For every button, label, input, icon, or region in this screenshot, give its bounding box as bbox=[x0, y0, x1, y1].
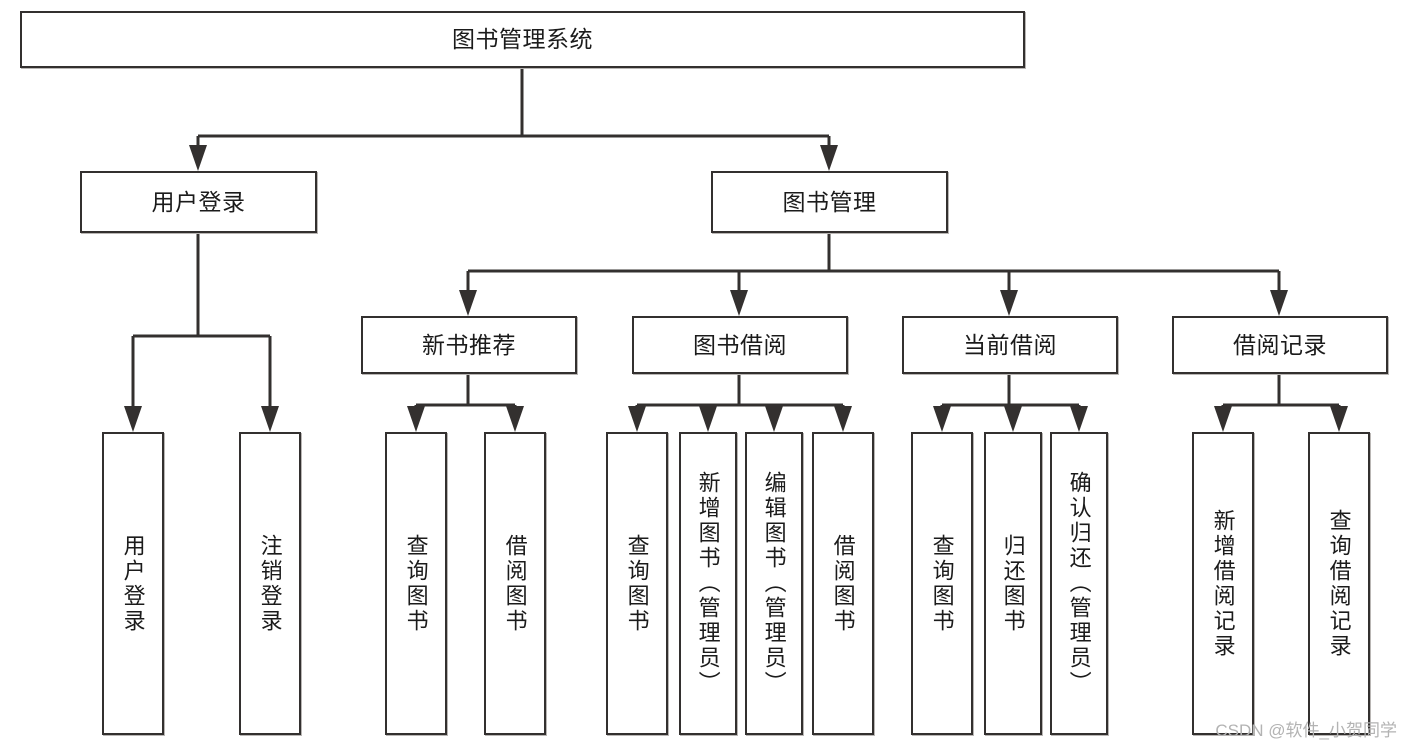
node-label-leaf-return-book: 归还图书 bbox=[1000, 533, 1026, 634]
node-label-leaf-edit-book: 编辑图书（管理员） bbox=[761, 471, 787, 696]
connector-current-borrow-arrowhead-1 bbox=[1004, 406, 1022, 432]
node-label-user-login: 用户登录 bbox=[151, 188, 246, 215]
connector-user-login-arrowhead-0 bbox=[124, 406, 142, 432]
node-current-borrow[interactable]: 当前借阅 bbox=[902, 316, 1118, 374]
connector-book-manage bbox=[459, 233, 1288, 316]
node-label-leaf-add-record: 新增借阅记录 bbox=[1210, 508, 1236, 659]
node-borrow-record[interactable]: 借阅记录 bbox=[1172, 316, 1388, 374]
node-leaf-add-book[interactable]: 新增图书（管理员） bbox=[679, 432, 737, 735]
node-label-current-borrow: 当前借阅 bbox=[963, 331, 1057, 358]
node-leaf-query-record[interactable]: 查询借阅记录 bbox=[1308, 432, 1370, 735]
node-leaf-borrow-book-2[interactable]: 借阅图书 bbox=[812, 432, 874, 735]
connector-current-borrow-arrowhead-0 bbox=[933, 406, 951, 432]
node-leaf-user-login[interactable]: 用户登录 bbox=[102, 432, 164, 735]
connector-new-book-rec-arrowhead-0 bbox=[407, 406, 425, 432]
connector-borrow-record-arrowhead-0 bbox=[1214, 406, 1232, 432]
node-label-leaf-user-login: 用户登录 bbox=[120, 533, 146, 634]
node-label-borrow-record: 借阅记录 bbox=[1233, 331, 1327, 358]
connector-book-manage-arrowhead-2 bbox=[1000, 290, 1018, 316]
node-label-leaf-query-record: 查询借阅记录 bbox=[1326, 508, 1352, 659]
node-leaf-query-book-2[interactable]: 查询图书 bbox=[606, 432, 668, 735]
node-label-leaf-query-book-3: 查询图书 bbox=[929, 533, 955, 634]
node-root[interactable]: 图书管理系统 bbox=[20, 11, 1025, 68]
connector-book-borrow-arrowhead-1 bbox=[699, 406, 717, 432]
node-label-leaf-borrow-book-2: 借阅图书 bbox=[830, 533, 856, 634]
connector-user-login-arrowhead-1 bbox=[261, 406, 279, 432]
node-label-leaf-query-book-2: 查询图书 bbox=[624, 533, 650, 634]
node-label-leaf-add-book: 新增图书（管理员） bbox=[695, 471, 721, 696]
node-leaf-query-book-1[interactable]: 查询图书 bbox=[385, 432, 447, 735]
connector-borrow-record bbox=[1214, 374, 1348, 432]
connector-current-borrow-arrowhead-2 bbox=[1070, 406, 1088, 432]
node-label-new-book-rec: 新书推荐 bbox=[422, 331, 516, 358]
node-new-book-rec[interactable]: 新书推荐 bbox=[361, 316, 577, 374]
connector-user-login bbox=[124, 233, 279, 432]
connector-book-manage-arrowhead-0 bbox=[459, 290, 477, 316]
node-leaf-edit-book[interactable]: 编辑图书（管理员） bbox=[745, 432, 803, 735]
connector-book-manage-arrowhead-1 bbox=[730, 290, 748, 316]
node-label-book-manage: 图书管理 bbox=[782, 188, 877, 215]
connector-book-borrow-arrowhead-2 bbox=[765, 406, 783, 432]
node-book-borrow[interactable]: 图书借阅 bbox=[632, 316, 848, 374]
connector-root-arrowhead-0 bbox=[189, 145, 207, 171]
connector-root-arrowhead-1 bbox=[820, 145, 838, 171]
node-leaf-return-book[interactable]: 归还图书 bbox=[984, 432, 1042, 735]
node-leaf-query-book-3[interactable]: 查询图书 bbox=[911, 432, 973, 735]
connector-root bbox=[189, 68, 838, 171]
node-label-leaf-logout: 注销登录 bbox=[257, 533, 283, 634]
connector-current-borrow bbox=[933, 374, 1088, 432]
connector-book-borrow-arrowhead-3 bbox=[834, 406, 852, 432]
node-label-leaf-borrow-book-1: 借阅图书 bbox=[502, 533, 528, 634]
node-label-leaf-query-book-1: 查询图书 bbox=[403, 533, 429, 634]
node-leaf-add-record[interactable]: 新增借阅记录 bbox=[1192, 432, 1254, 735]
node-user-login[interactable]: 用户登录 bbox=[80, 171, 317, 233]
connector-book-borrow bbox=[628, 374, 852, 432]
node-label-root: 图书管理系统 bbox=[452, 26, 593, 53]
node-label-leaf-confirm-return: 确认归还（管理员） bbox=[1066, 471, 1092, 696]
node-label-book-borrow: 图书借阅 bbox=[693, 331, 787, 358]
connector-new-book-rec-arrowhead-1 bbox=[506, 406, 524, 432]
node-leaf-confirm-return[interactable]: 确认归还（管理员） bbox=[1050, 432, 1108, 735]
connector-book-manage-arrowhead-3 bbox=[1270, 290, 1288, 316]
connector-new-book-rec bbox=[407, 374, 524, 432]
connector-book-borrow-arrowhead-0 bbox=[628, 406, 646, 432]
node-leaf-borrow-book-1[interactable]: 借阅图书 bbox=[484, 432, 546, 735]
connector-borrow-record-arrowhead-1 bbox=[1330, 406, 1348, 432]
node-book-manage[interactable]: 图书管理 bbox=[711, 171, 948, 233]
node-leaf-logout[interactable]: 注销登录 bbox=[239, 432, 301, 735]
